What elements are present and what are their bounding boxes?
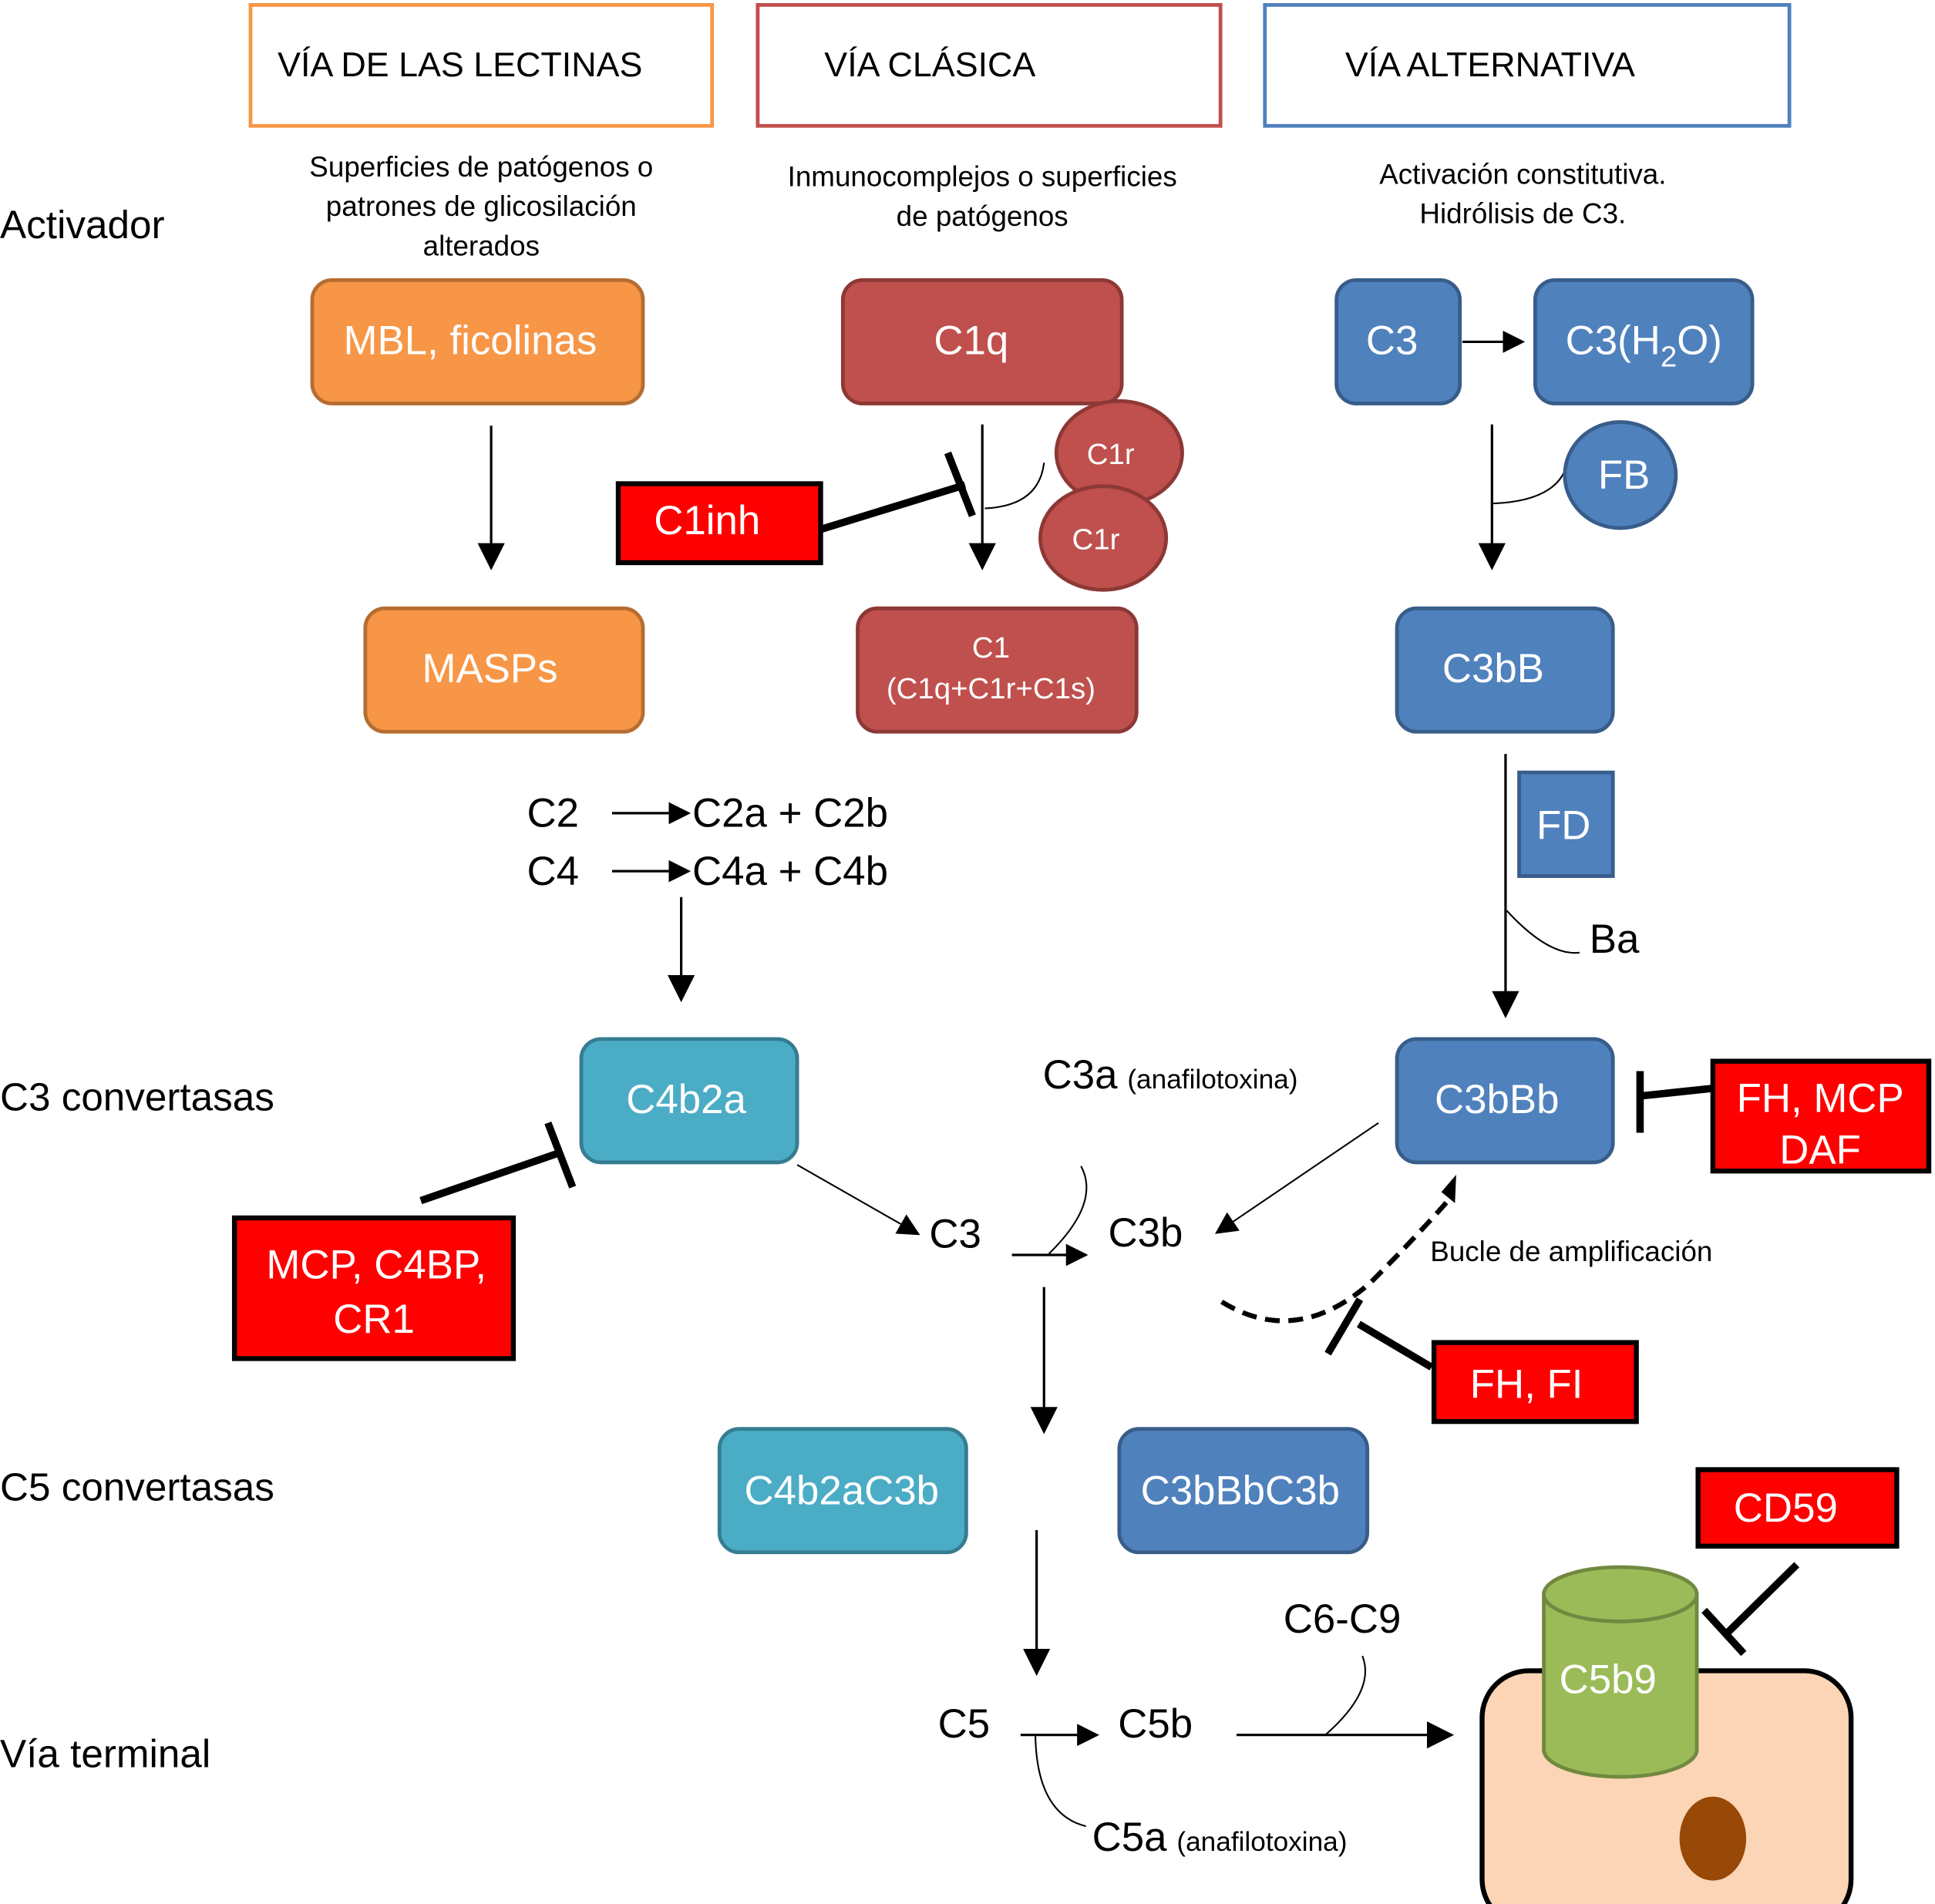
node-c1r-label: C1r	[1087, 438, 1135, 471]
inhibitor-cd59-label: CD59	[1734, 1485, 1838, 1531]
c1r-binding-curve	[984, 463, 1045, 510]
inhibitor-mcp-label-line2: CR1	[333, 1297, 415, 1342]
node-fd: FD	[1517, 770, 1615, 878]
node-c1r-label: C1r	[1072, 523, 1120, 556]
label-c3a: C3a(anafilotoxina)	[1043, 1052, 1298, 1098]
node-c5b9-label: C5b9	[1560, 1657, 1657, 1702]
inhibitor-fh-fi-label: FH, FI	[1470, 1362, 1583, 1408]
activator-line: patrones de glicosilación	[326, 190, 637, 222]
label-c2-products: C2a + C2b	[692, 791, 888, 836]
node-c1: C1 (C1q+C1r+C1s)	[856, 606, 1139, 734]
header-lectinas-label: VÍA DE LAS LECTINAS	[278, 45, 642, 84]
inhibition-line-fh-mcp	[1642, 1085, 1714, 1100]
node-c3-alt-label: C3	[1366, 318, 1418, 363]
row-label-c3-convertasas: C3 convertasas	[0, 1075, 274, 1119]
inhibition-line-cd59	[1725, 1562, 1800, 1636]
node-c1-label-line2: (C1q+C1r+C1s)	[887, 672, 1095, 705]
inhibitor-fh-mcp-label-line1: FH, MCP	[1737, 1075, 1904, 1121]
node-c1q-label: C1q	[934, 318, 1008, 363]
node-c3bbb-label: C3bBb	[1435, 1077, 1559, 1122]
amplification-loop-arrowhead	[1441, 1174, 1456, 1203]
node-c3-alt: C3	[1334, 278, 1462, 405]
node-c3bb: C3bB	[1395, 606, 1615, 734]
activator-line: Superficies de patógenos o	[309, 151, 653, 183]
row-label-activador: Activador	[0, 203, 165, 247]
activator-alternativa: Activación constitutiva. Hidrólisis de C…	[1379, 159, 1666, 230]
header-clasica: VÍA CLÁSICA	[755, 3, 1223, 128]
cell-nucleus	[1679, 1796, 1747, 1881]
label-c5b: C5b	[1118, 1701, 1193, 1747]
inhibitor-fh-mcp-daf: FH, MCP DAF	[1710, 1058, 1932, 1174]
node-c1r-top: C1r	[1054, 399, 1184, 507]
arrow-c3bbb-to-c3b	[1214, 1122, 1379, 1234]
node-c4b2ac3b-label: C4b2aC3b	[744, 1468, 939, 1513]
node-c3bb-label: C3bB	[1442, 646, 1544, 691]
node-c4b2a-label: C4b2a	[626, 1077, 746, 1122]
inhibition-bar-mcp	[544, 1121, 577, 1189]
inhibitor-mcp-c4bp-cr1: MCP, C4BP, CR1	[231, 1215, 517, 1361]
label-c2: C2	[527, 791, 580, 836]
inhibitor-fh-mcp-label-line2: DAF	[1779, 1128, 1861, 1173]
node-mbl-label: MBL, ficolinas	[344, 318, 597, 363]
amplification-loop	[1220, 1195, 1453, 1324]
row-label-via-terminal: Vía terminal	[0, 1731, 210, 1775]
header-lectinas: VÍA DE LAS LECTINAS	[248, 3, 715, 128]
label-c5a: C5a(anafilotoxina)	[1092, 1815, 1348, 1860]
inhibitor-mcp-label-line1: MCP, C4BP,	[266, 1242, 486, 1287]
row-label-c5-convertasas: C5 convertasas	[0, 1465, 274, 1509]
node-fb-label: FB	[1598, 452, 1650, 498]
activator-line: Hidrólisis de C3.	[1419, 198, 1626, 230]
node-c1-label-line1: C1	[972, 631, 1010, 664]
activator-line: de patógenos	[897, 200, 1068, 232]
arrow-c4b2a-to-c3	[796, 1164, 920, 1236]
label-c4-products: C4a + C4b	[692, 849, 888, 894]
node-c4b2a: C4b2a	[579, 1037, 799, 1165]
inhibition-line-mcp	[419, 1149, 562, 1205]
label-ba: Ba	[1590, 917, 1640, 962]
node-c3bbbc3b-label: C3bBbC3b	[1141, 1468, 1340, 1513]
node-c1q: C1q	[840, 278, 1124, 405]
node-mbl-ficolinas: MBL, ficolinas	[310, 278, 645, 405]
label-c3b: C3b	[1108, 1210, 1183, 1256]
inhibition-bar-cd59	[1701, 1607, 1747, 1657]
node-c3h2o: C3(H2O)	[1533, 278, 1755, 405]
c5a-release-curve	[1035, 1734, 1086, 1828]
inhibition-bar-fh-fi	[1324, 1297, 1364, 1356]
node-masps-label: MASPs	[422, 646, 557, 691]
inhibition-line-c1inh	[819, 481, 967, 533]
node-fb: FB	[1563, 420, 1678, 530]
activator-lectinas: Superficies de patógenos o patrones de g…	[309, 151, 653, 261]
label-c5: C5	[938, 1701, 991, 1747]
node-c5b9-mac: C5b9	[1542, 1565, 1699, 1779]
fb-binding-curve	[1492, 463, 1568, 505]
node-masps: MASPs	[363, 606, 645, 734]
label-bucle-amplificacion: Bucle de amplificación	[1430, 1236, 1712, 1267]
node-c1r-bottom: C1r	[1038, 484, 1169, 592]
activator-line: Activación constitutiva.	[1379, 159, 1666, 190]
node-c3bbbc3b: C3bBbC3b	[1117, 1427, 1370, 1555]
label-c6-c9: C6-C9	[1284, 1596, 1402, 1642]
node-c3bbb: C3bBb	[1395, 1037, 1615, 1165]
activator-line: Inmunocomplejos o superficies	[788, 161, 1177, 193]
activator-clasica: Inmunocomplejos o superficies de patógen…	[788, 161, 1177, 232]
header-clasica-label: VÍA CLÁSICA	[824, 45, 1035, 84]
activator-line: alterados	[423, 230, 540, 261]
inhibitor-fh-fi: FH, FI	[1431, 1340, 1639, 1425]
c6-c9-binding-curve	[1324, 1655, 1366, 1736]
inhibitor-c1inh-label: C1inh	[654, 498, 760, 543]
node-fd-label: FD	[1536, 803, 1590, 849]
inhibition-line-fh-fi	[1356, 1320, 1434, 1371]
inhibitor-cd59: CD59	[1695, 1467, 1900, 1549]
ba-release-curve	[1506, 910, 1580, 954]
inhibitor-c1inh: C1inh	[615, 481, 823, 566]
c3a-release-curve	[1048, 1166, 1088, 1255]
node-c3h2o-label: C3(H2O)	[1566, 318, 1722, 373]
node-c4b2ac3b: C4b2aC3b	[717, 1427, 968, 1555]
inhibition-bar-c1inh	[944, 451, 976, 517]
header-alternativa: VÍA ALTERNATIVA	[1263, 3, 1792, 128]
header-alternativa-label: VÍA ALTERNATIVA	[1345, 45, 1635, 84]
label-c4: C4	[527, 849, 580, 894]
label-c3: C3	[929, 1211, 981, 1256]
